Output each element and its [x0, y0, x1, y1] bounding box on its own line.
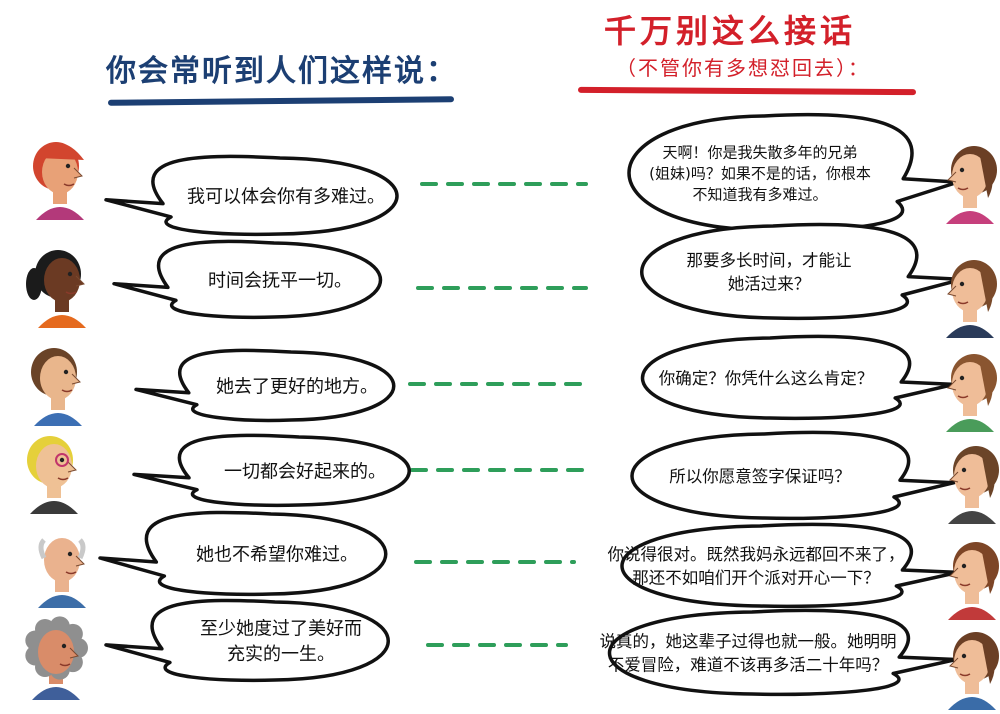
dialogue-row: 她去了更好的地方。 你确定？你凭什么这么肯定？: [134, 334, 956, 423]
right-speaker-avatar: [948, 446, 999, 524]
right-speaker-avatar: [946, 354, 997, 432]
bubble-text-line: 至少她度过了美好而: [200, 619, 362, 640]
left-speaker-avatar: [38, 538, 86, 608]
right-speaker-avatar: [948, 632, 999, 710]
left-speaker-avatar: [25, 616, 88, 700]
dialogue-row: 我可以体会你有多难过。 天啊！你是我失散多年的兄弟 (姐妹)吗？如果不是的话，你根本…: [104, 112, 960, 237]
left-speaker-avatar: [26, 250, 86, 328]
left-speech-bubble: 她去了更好的地方。: [134, 348, 396, 423]
left-speech-bubble: 时间会抚平一切。: [112, 239, 382, 320]
bubble-text-line: (姐妹)吗？如果不是的话，你根本: [649, 164, 871, 182]
dialogue-row: 一切都会好起来的。 所以你愿意签字保证吗？: [132, 430, 956, 521]
right-speech-bubble: 你确定？你凭什么这么肯定？: [641, 334, 956, 421]
right-speaker-avatar: [948, 542, 999, 620]
bubble-text-line: 那还不如咱们开个派对开心一下？: [632, 568, 880, 587]
left-speaker-avatar: [31, 348, 82, 426]
left-speech-bubble: 我可以体会你有多难过。: [104, 154, 399, 237]
bubble-text-line: 我可以体会你有多难过。: [187, 186, 385, 207]
right-speaker-avatar: [946, 260, 997, 338]
left-speech-bubble: 她也不希望你难过。: [98, 510, 388, 597]
bubble-text-line: 那要多长时间，才能让: [687, 251, 852, 270]
bubble-text-line: 所以你愿意签字保证吗？: [669, 467, 851, 486]
bubble-text-line: 充实的一生。: [227, 644, 335, 665]
right-speech-bubble: 所以你愿意签字保证吗？: [630, 430, 956, 521]
bubble-text-line: 她活过来？: [728, 274, 811, 293]
left-speaker-avatar: [33, 142, 84, 220]
bubble-text-line: 你说得很对。既然我妈永远都回不来了，: [608, 545, 905, 564]
bubble-text-line: 她也不希望你难过。: [196, 544, 358, 565]
bubble-text-line: 一切都会好起来的。: [224, 461, 386, 482]
right-speech-bubble: 你说得很对。既然我妈永远都回不来了， 那还不如咱们开个派对开心一下？: [608, 522, 960, 609]
bubble-text-line: 你确定？你凭什么这么肯定？: [659, 369, 874, 388]
left-speaker-avatar: [27, 436, 78, 514]
left-speech-bubble: 一切都会好起来的。: [132, 433, 411, 508]
bubble-text-line: 不知道我有多难过。: [692, 185, 827, 203]
left-heading: 你会常听到人们这样说：: [106, 54, 458, 89]
bubble-text-line: 说真的，她这辈子过得也就一般。她明明: [600, 632, 897, 651]
bubble-text-line: 她去了更好的地方。: [216, 376, 378, 397]
bubble-text-line: 天啊！你是我失散多年的兄弟: [662, 143, 857, 161]
dialogue-row: 她也不希望你难过。 你说得很对。既然我妈永远都回不来了， 那还不如咱们开个派对开心一…: [98, 510, 960, 609]
right-heading: 千万别这么接话: [604, 12, 857, 50]
bubble-text-line: 时间会抚平一切。: [208, 270, 352, 291]
right-speaker-avatar: [946, 146, 997, 224]
right-subheading: （不管你有多想怼回去）：: [616, 56, 870, 80]
bubble-text-line: 不爱冒险，难道不该再多活二十年吗？: [608, 655, 889, 674]
